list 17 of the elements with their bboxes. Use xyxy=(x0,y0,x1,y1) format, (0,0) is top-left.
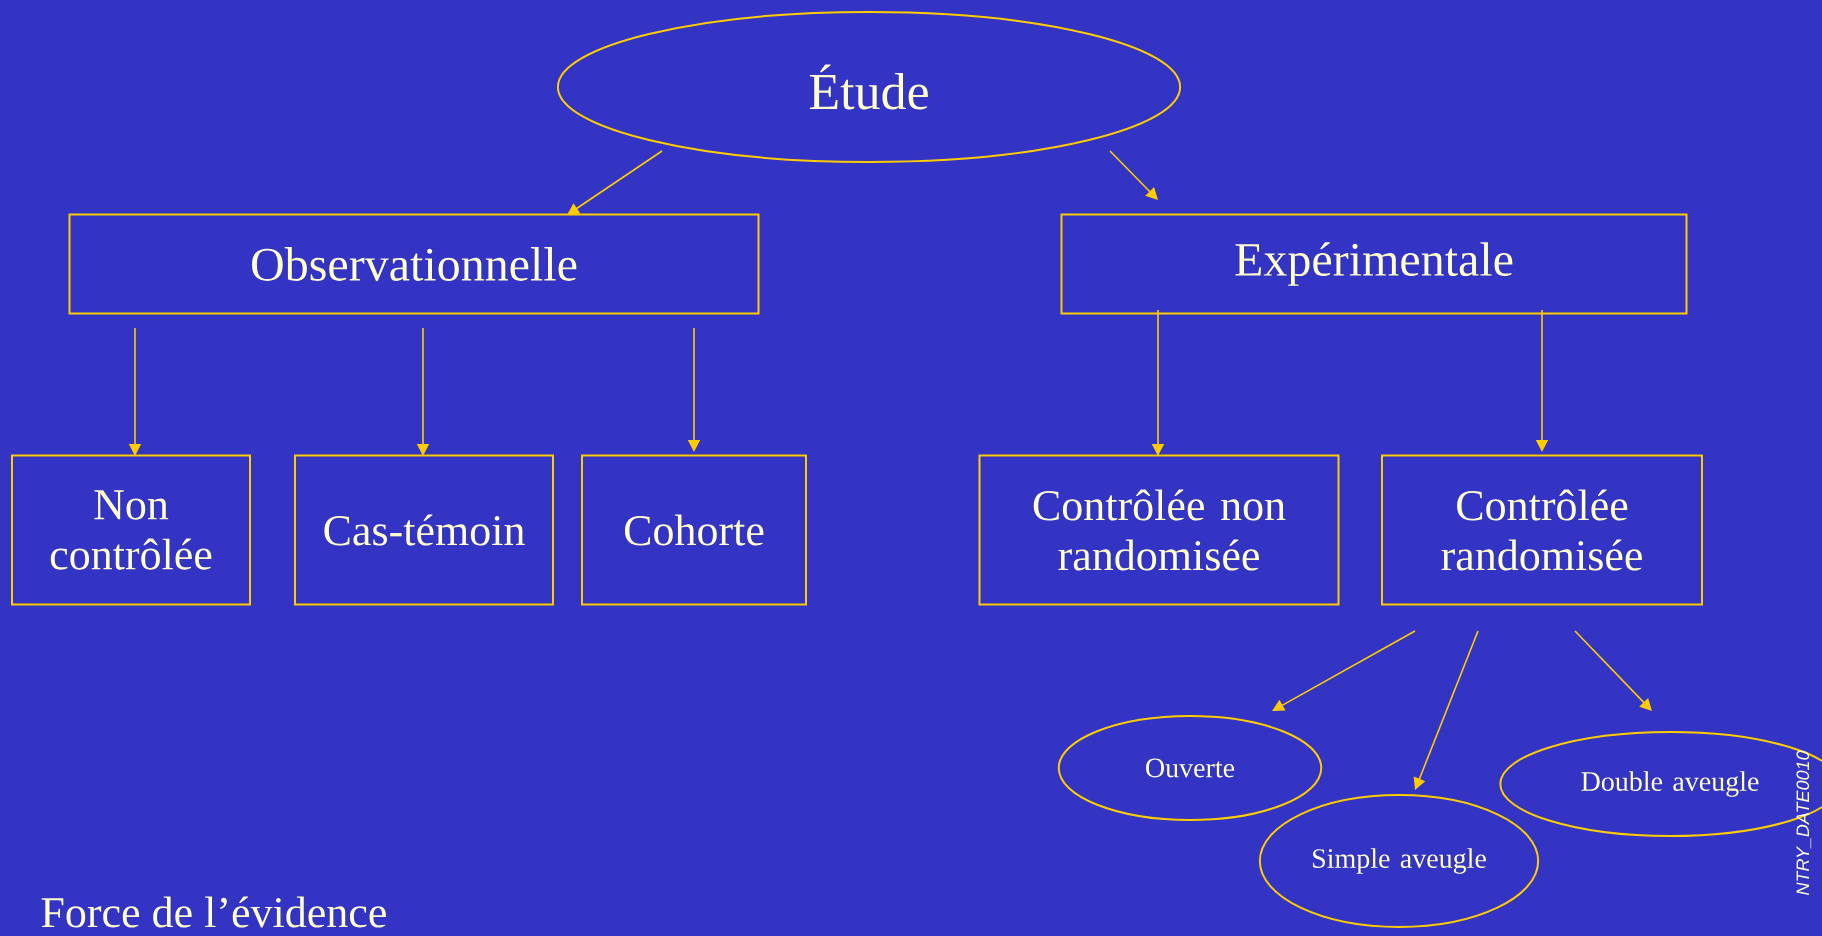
caption-text: Force de l’évidence xyxy=(41,896,386,928)
oval: Étude xyxy=(556,11,1182,163)
arrow xyxy=(1574,630,1652,711)
arrow xyxy=(1109,150,1158,200)
box: Observationnelle xyxy=(68,213,760,315)
oval: Simple aveugle xyxy=(1258,794,1540,928)
box: Expérimentale xyxy=(1060,213,1688,315)
arrow xyxy=(1272,630,1416,711)
box: Non contrôlée xyxy=(11,454,251,606)
field-code: NTRY_DATE0010 xyxy=(1796,750,1812,895)
oval: Ouverte xyxy=(1057,715,1323,821)
arrow xyxy=(1413,630,1479,790)
box: Cas-témoin xyxy=(294,454,554,606)
box: Contrôlée randomisée xyxy=(1381,454,1703,606)
box: Cohorte xyxy=(581,454,807,606)
box: Contrôlée non randomisée xyxy=(978,454,1340,606)
arrow xyxy=(567,150,663,215)
